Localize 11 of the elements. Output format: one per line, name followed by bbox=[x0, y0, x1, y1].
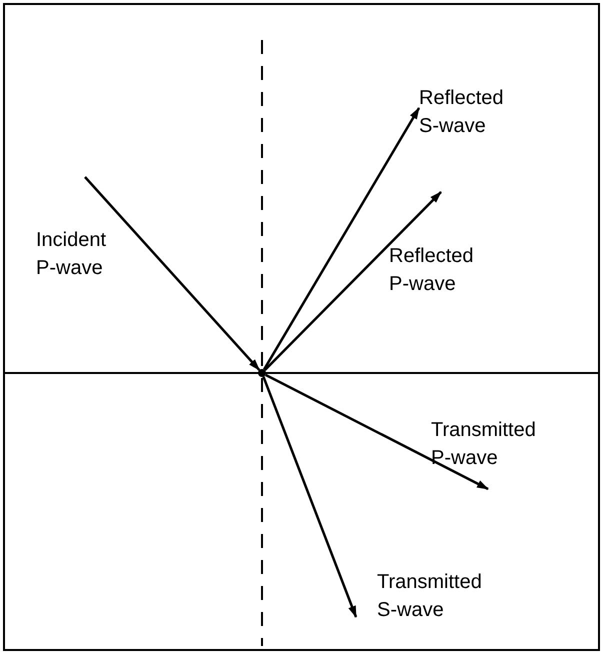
wave-label: Transmitted P-wave bbox=[431, 416, 536, 472]
arrow bbox=[262, 376, 358, 618]
intersection-point bbox=[258, 369, 266, 377]
wave-label: Transmitted S-wave bbox=[377, 568, 482, 624]
wave-label: Reflected P-wave bbox=[389, 242, 474, 298]
arrow bbox=[84, 176, 260, 371]
arrow bbox=[264, 191, 442, 372]
wave-label: Reflected S-wave bbox=[419, 84, 504, 140]
wave-label: Incident P-wave bbox=[36, 226, 106, 282]
arrow bbox=[264, 374, 489, 490]
arrow bbox=[262, 107, 420, 370]
